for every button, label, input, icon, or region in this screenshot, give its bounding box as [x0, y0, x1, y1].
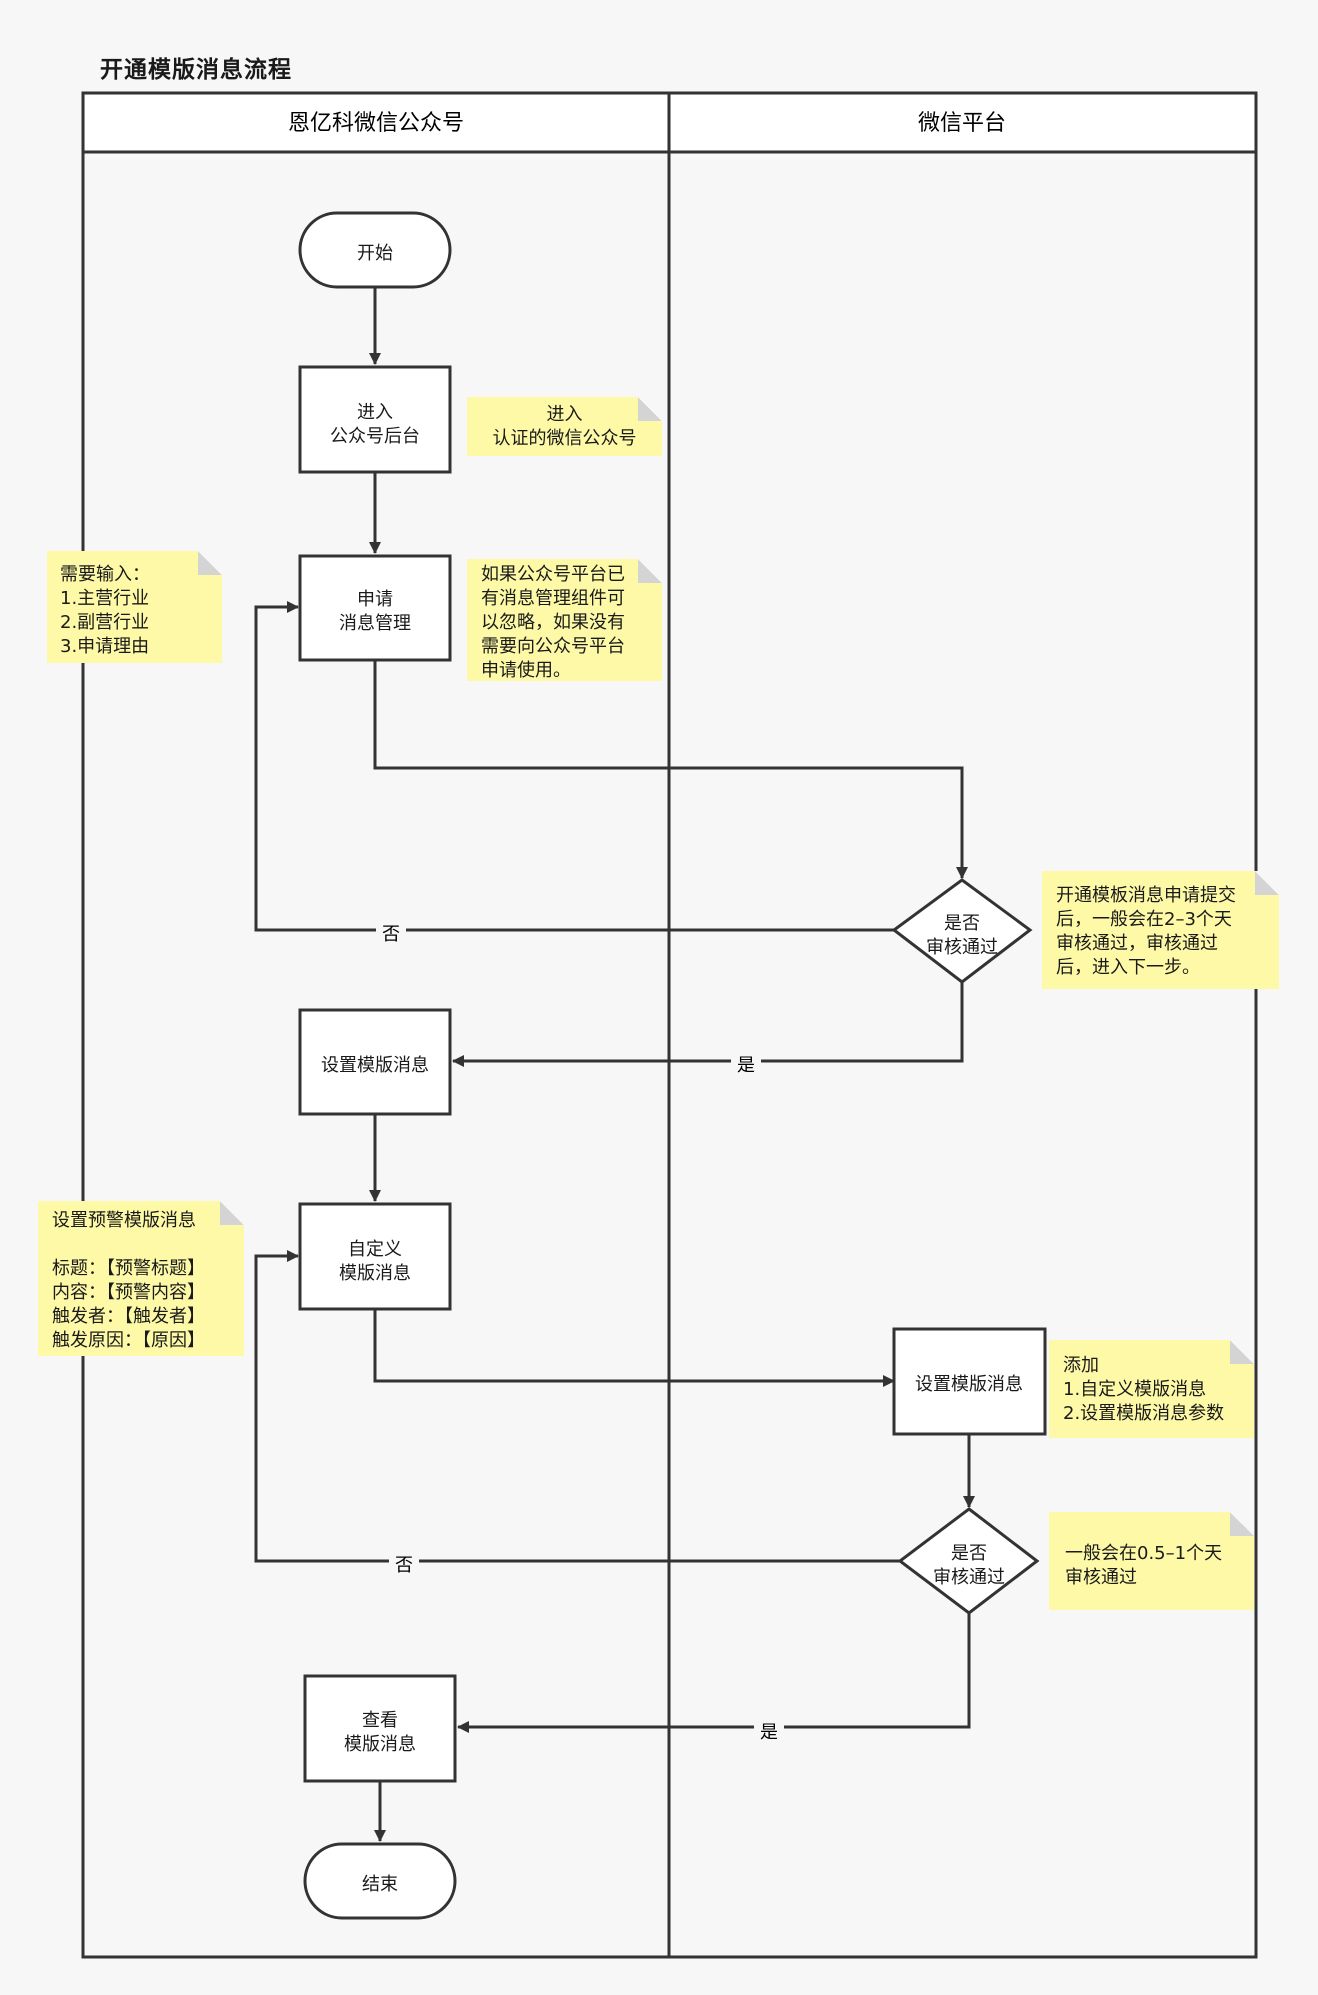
view-template-label-1: 查看 — [362, 1710, 398, 1731]
end-terminal — [303, 1842, 457, 1920]
review2-label-1: 是否 — [951, 1543, 987, 1564]
platform-set-template-process — [892, 1327, 1047, 1436]
view-template-label-2: 模版消息 — [344, 1734, 416, 1755]
diagram-title: 开通模版消息流程 — [100, 57, 292, 83]
enter-backend-label-2: 公众号后台 — [330, 426, 420, 447]
edge-label-no-2: 否 — [395, 1555, 413, 1576]
edge-label-bg — [376, 921, 406, 943]
review2-label-2: 审核通过 — [933, 1567, 1005, 1588]
end-label: 结束 — [362, 1874, 398, 1895]
edge-review2-yes — [457, 1613, 971, 1733]
enter-backend-label-1: 进入 — [357, 402, 393, 423]
lane-header-wechat-account: 恩亿科微信公众号 — [288, 111, 464, 136]
lane-header-wechat-platform: 微信平台 — [918, 111, 1006, 136]
note-enter-account: 进入 认证的微信公众号 — [467, 397, 662, 456]
review1-label-2: 审核通过 — [926, 937, 998, 958]
apply-msg-mgmt-process — [298, 554, 452, 662]
note-add-template: 添加 1.自定义模版消息 2.设置模版消息参数 — [1049, 1340, 1254, 1438]
swimlane-frame — [81, 91, 1258, 1959]
edge-apply-to-review1 — [373, 660, 968, 879]
edge-label-yes-2: 是 — [760, 1722, 778, 1743]
edge-custom-to-platform — [373, 1309, 895, 1387]
review2-decision — [897, 1507, 1040, 1615]
edge-label-no-1: 否 — [382, 924, 400, 945]
view-template-process — [303, 1674, 457, 1783]
edge-label-bg — [754, 1719, 784, 1741]
custom-template-label-1: 自定义 — [348, 1239, 402, 1260]
custom-template-process — [298, 1202, 452, 1311]
lane-header-bg-right — [671, 95, 1254, 150]
edge-review2-no — [254, 1250, 900, 1563]
note-review2-time: 一般会在0.5–1个天 审核通过 — [1049, 1512, 1254, 1610]
lane-header-bg-left — [85, 95, 667, 150]
custom-template-label-2: 模版消息 — [339, 1263, 411, 1284]
note-review-time: 开通模板消息申请提交 后，一般会在2–3个天 审核通过，审核通过 后，进入下一步… — [1042, 871, 1279, 989]
apply-label-1: 申请 — [357, 589, 393, 610]
note-warning-template: 设置预警模版消息 标题：【预警标题】 内容：【预警内容】 触发者：【触发者】 触… — [38, 1201, 244, 1356]
enter-backend-process — [298, 365, 452, 474]
start-label: 开始 — [357, 243, 393, 264]
note-required-input: 需要输入： 1.主营行业 2.副营行业 3.申请理由 — [47, 551, 222, 663]
edge-label-yes-1: 是 — [737, 1055, 755, 1076]
edge-label-bg — [389, 1552, 419, 1574]
note-ignore-if-exists: 如果公众号平台已 有消息管理组件可 以忽略，如果没有 需要向公众号平台 申请使用… — [467, 559, 662, 681]
edge-review1-no — [254, 601, 894, 932]
platform-set-template-label: 设置模版消息 — [915, 1374, 1023, 1395]
apply-label-2: 消息管理 — [339, 613, 411, 634]
set-template-label: 设置模版消息 — [321, 1055, 429, 1076]
review1-label-1: 是否 — [944, 913, 980, 934]
start-terminal — [298, 211, 452, 289]
set-template-process — [298, 1008, 452, 1116]
edge-label-bg — [731, 1052, 761, 1074]
edge-review1-yes — [452, 982, 964, 1067]
review1-decision — [891, 878, 1033, 984]
